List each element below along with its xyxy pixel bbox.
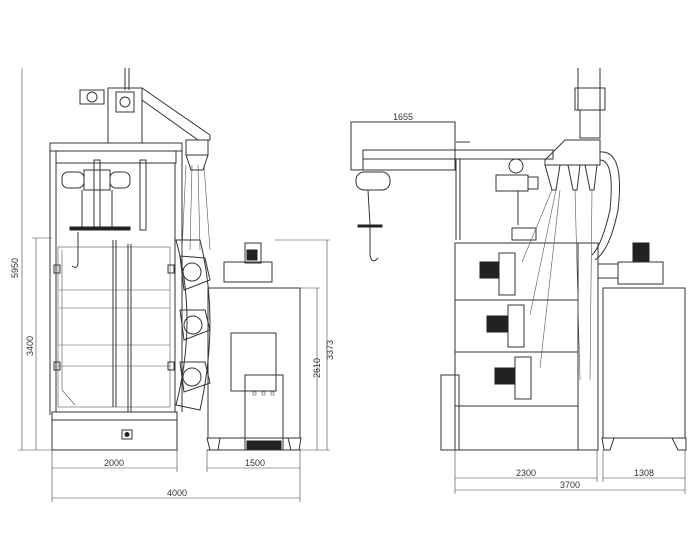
dim-overall-height: 5950 <box>10 258 20 278</box>
dim-collector-width: 1500 <box>245 458 265 468</box>
dim-overall-depth: 3700 <box>560 480 580 490</box>
side-hoists <box>355 158 539 262</box>
blast-wheel-units <box>175 139 211 411</box>
cabinet-door-frame <box>53 240 175 412</box>
hoist-beam <box>350 121 554 240</box>
electric-hoist <box>61 169 131 268</box>
dim-cabinet-height: 3400 <box>25 336 35 356</box>
dim-hoist-beam: 1655 <box>393 112 413 122</box>
dim-collector-height-fan: 3373 <box>325 340 335 360</box>
blast-cabinet <box>49 151 183 415</box>
front-view: 5950 3400 3373 2610 2000 1500 4000 <box>10 68 335 502</box>
dim-overall-width: 4000 <box>167 488 187 498</box>
side-top-post <box>574 68 606 139</box>
top-beam <box>55 150 177 164</box>
top-hoist-assembly <box>79 68 211 144</box>
dim-collector-height: 2610 <box>312 358 322 378</box>
side-view: 1655 2300 1308 3700 <box>350 68 687 494</box>
dim-collector-depth: 1308 <box>634 468 654 478</box>
dim-cabinet-width: 2000 <box>104 458 124 468</box>
dust-collector <box>206 242 302 451</box>
side-wheel-motors <box>479 189 593 400</box>
cabinet-base <box>51 411 178 451</box>
side-dust-collector <box>597 242 687 451</box>
side-dimensions: 1655 2300 1308 3700 <box>351 112 686 494</box>
dim-cabinet-depth: 2300 <box>516 468 536 478</box>
front-dimensions: 5950 3400 3373 2610 2000 1500 4000 <box>10 68 335 502</box>
cyclone-separator <box>544 139 621 261</box>
side-blast-cabinet <box>440 242 599 451</box>
top-plate <box>49 142 183 152</box>
